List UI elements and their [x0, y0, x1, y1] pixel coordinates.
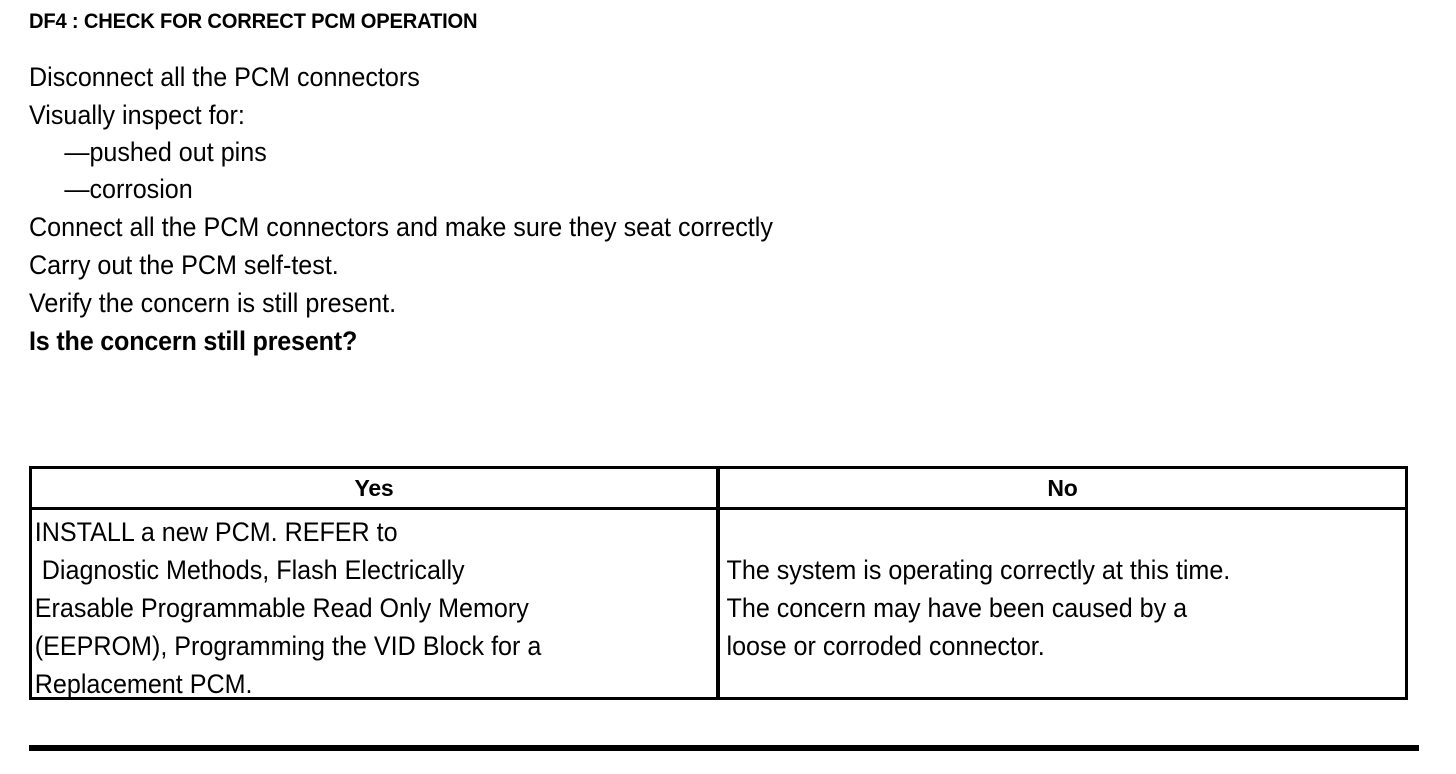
instruction-line: Connect all the PCM connectors and make … [29, 212, 773, 242]
instruction-line: Visually inspect for: [29, 100, 245, 130]
table-header-cell-yes: Yes [32, 469, 716, 507]
page-title: DF4 : CHECK FOR CORRECT PCM OPERATION [29, 10, 478, 33]
table-row: INSTALL a new PCM. REFER to Diagnostic M… [32, 510, 1405, 699]
instruction-line: Carry out the PCM self-test. [29, 250, 339, 280]
table-cell-yes: INSTALL a new PCM. REFER to Diagnostic M… [32, 510, 716, 699]
instruction-question: Is the concern still present? [29, 326, 358, 356]
table-cell-text: The system is operating correctly at thi… [726, 555, 1231, 661]
instruction-list: Disconnect all the PCM connectors Visual… [29, 58, 1409, 360]
table-cell-no: The system is operating correctly at thi… [716, 510, 1405, 697]
table-header-label: Yes [354, 474, 394, 501]
table-header-cell-no: No [716, 469, 1405, 507]
instruction-bullet: —corrosion [64, 174, 193, 204]
instruction-bullet: —pushed out pins [64, 137, 267, 167]
table-header-label: No [1047, 474, 1078, 501]
table-header-row: Yes No [32, 469, 1405, 510]
instruction-line: Verify the concern is still present. [29, 288, 397, 318]
answer-table: Yes No INSTALL a new PCM. REFER to Diagn… [29, 466, 1408, 700]
instruction-line: Disconnect all the PCM connectors [29, 62, 420, 92]
table-cell-text: INSTALL a new PCM. REFER to Diagnostic M… [34, 517, 542, 699]
section-divider-rule [29, 745, 1419, 751]
